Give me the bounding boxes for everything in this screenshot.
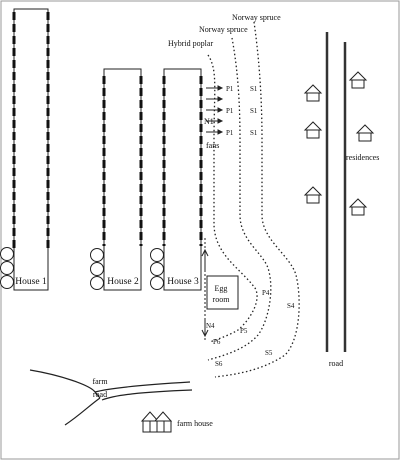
farm-house-icon — [140, 411, 173, 433]
residence-icon — [303, 186, 323, 204]
marker-s4: S4 — [287, 302, 295, 310]
egg-room-label-2: room — [213, 295, 231, 304]
egg-room: Egg room — [206, 275, 239, 310]
farm-road — [29, 369, 193, 426]
road-label: road — [329, 359, 343, 368]
tree-rows — [207, 21, 300, 378]
farm-road-label-2: road — [93, 390, 107, 399]
marker-p1c: P1 — [226, 129, 234, 137]
marker-n1-top: N1 — [204, 117, 214, 126]
house-3: House 3 — [150, 68, 203, 291]
norway-spruce-outer-label: Norway spruce — [232, 13, 281, 22]
residence-icon — [303, 121, 323, 139]
marker-p6: P6 — [213, 338, 221, 346]
marker-p5: P5 — [240, 327, 248, 335]
norway-spruce-inner-label: Norway spruce — [199, 25, 248, 34]
marker-s1a: S1 — [250, 85, 258, 93]
residences-label: residences — [346, 153, 379, 162]
residence-icon — [348, 71, 368, 89]
house-1: House 1 — [0, 8, 50, 291]
farm-road-label-1: farm — [92, 377, 108, 386]
marker-p1b: P1 — [226, 107, 234, 115]
marker-n4: N4 — [206, 322, 215, 330]
house-1-label: House 1 — [15, 277, 47, 287]
fans-label: fans — [206, 141, 219, 150]
residence-icons — [303, 71, 375, 216]
house-2-label: House 2 — [107, 277, 139, 287]
road — [325, 32, 347, 352]
marker-p1a: P1 — [226, 85, 234, 93]
marker-p4: P4 — [262, 289, 270, 297]
marker-s5: S5 — [265, 349, 273, 357]
house-2: House 2 — [90, 68, 143, 291]
sampling-line — [201, 238, 209, 340]
marker-s1b: S1 — [250, 107, 258, 115]
farm-house-label: farm house — [177, 419, 213, 428]
egg-room-label-1: Egg — [215, 284, 228, 293]
norway-spruce-outer-row — [214, 21, 300, 378]
fan-arrows — [206, 85, 224, 135]
hybrid-poplar-row — [207, 54, 258, 343]
marker-s6: S6 — [215, 360, 223, 368]
marker-s1c: S1 — [250, 129, 258, 137]
hybrid-poplar-label: Hybrid poplar — [168, 39, 213, 48]
residence-icon — [303, 84, 323, 102]
norway-spruce-inner-row — [207, 37, 272, 361]
house-3-label: House 3 — [167, 277, 199, 287]
residence-icon — [355, 124, 375, 142]
residence-icon — [348, 198, 368, 216]
